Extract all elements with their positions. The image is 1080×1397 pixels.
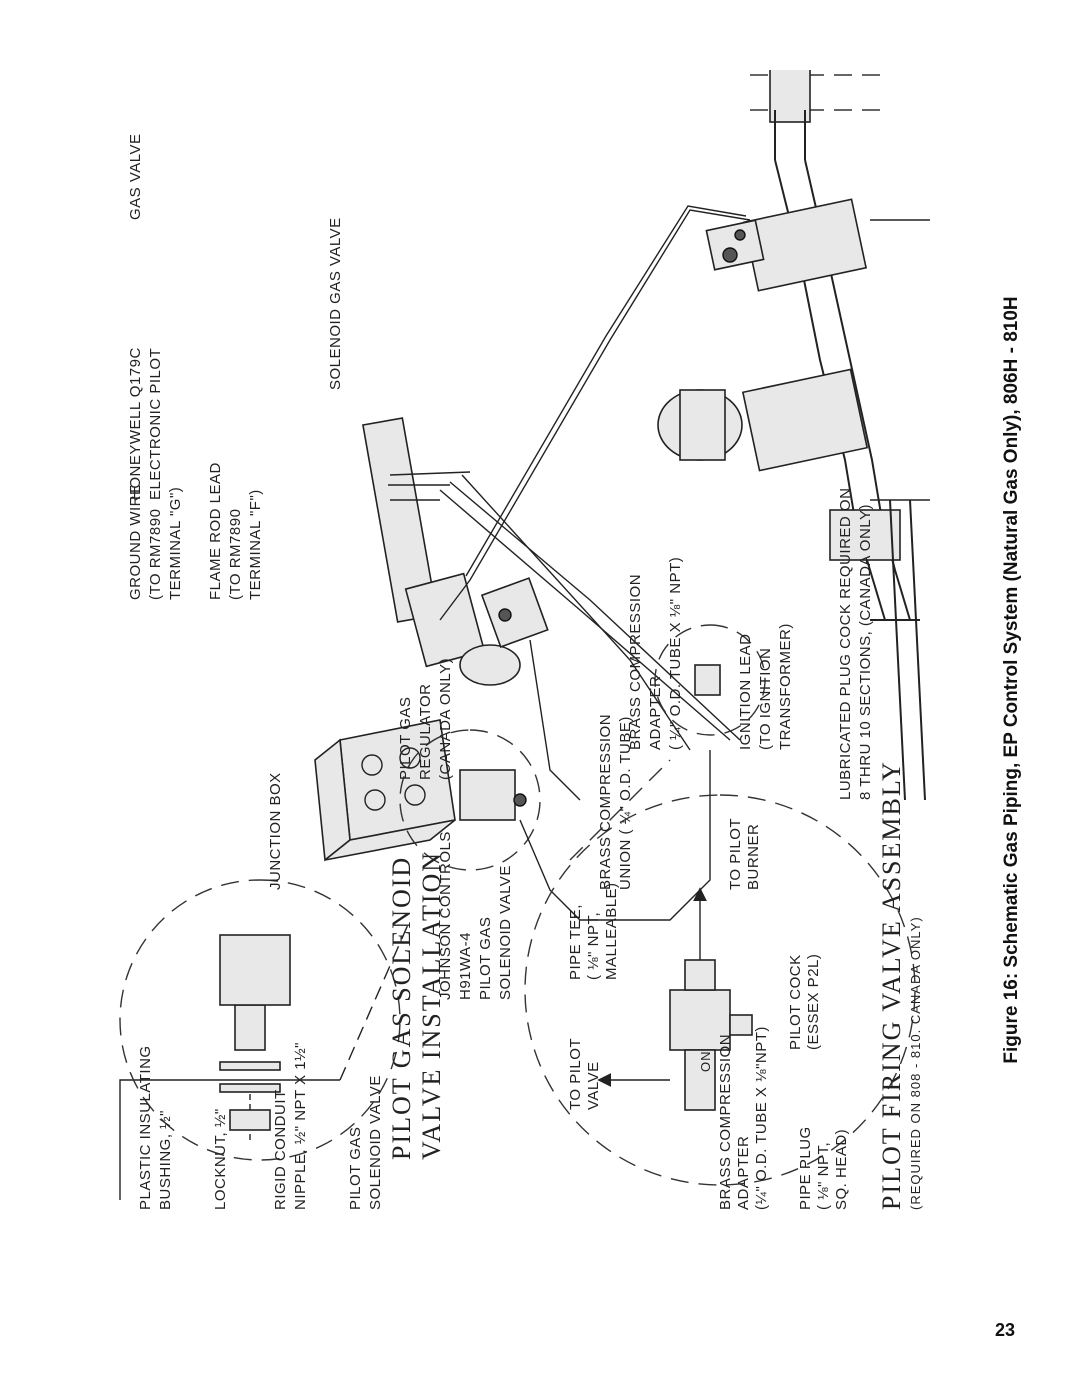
label-plug-3: SQ. HEAD): [833, 1129, 850, 1210]
label-pgsv-2: SOLENOID VALVE: [367, 1075, 384, 1210]
label-brass-union-1: BRASS COMPRESSION: [597, 714, 614, 890]
label-brass-adapter-1: BRASS COMPRESSION: [627, 574, 644, 750]
label-pipe-tee-3: MALLEABLE): [603, 882, 620, 980]
label-plug-1: PIPE PLUG: [797, 1126, 814, 1210]
supply-header-pipe: [750, 61, 890, 160]
pilot-tube-lower: [519, 750, 711, 921]
label-lubricated-1: LUBRICATED PLUG COCK REQUIRED ON: [837, 488, 854, 800]
union-detail-circle: [654, 624, 766, 736]
electronic-pilot-burner: [362, 417, 521, 686]
label-flame-1: FLAME ROD LEAD: [207, 462, 224, 600]
title-firing-sub: (REQUIRED ON 808 - 810. CANADA ONLY): [908, 916, 923, 1210]
label-pipe-tee-1: PIPE TEE,: [567, 904, 584, 980]
pilot-tube-upper: [439, 209, 751, 621]
firing-valve-leader: [569, 759, 671, 861]
ground-wire: [449, 481, 741, 741]
label-lubricated-2: 8 THRU 10 SECTIONS, (CANADA ONLY): [857, 504, 874, 800]
conduit-nipple-part: [234, 1004, 266, 1051]
firing-valve-assembly: [597, 887, 753, 1111]
plastic-bushing-part: [229, 1109, 271, 1131]
label-johnson-3: PILOT GAS: [477, 917, 494, 1000]
solenoid-valve-part: [219, 934, 291, 1006]
label-ground-3: TERMINAL "G"): [167, 487, 184, 600]
ignition-lead: [461, 474, 691, 751]
label-junction-box: JUNCTION BOX: [267, 772, 284, 890]
label-ignition-3: TRANSFORMER): [777, 623, 794, 750]
pilot-tube-upper-2: [465, 205, 747, 577]
label-plastic-1: PLASTIC INSULATING: [137, 1045, 154, 1210]
gas-valve-body: [705, 198, 868, 292]
title-firing-line1: PILOT FIRING VALVE ASSEMBLY: [877, 760, 906, 1210]
label-gas-valve: GAS VALVE: [127, 134, 144, 220]
label-bca-2: ADAPTER: [735, 1136, 752, 1210]
label-to-pilot-valve-1: TO PILOT: [567, 1038, 584, 1110]
label-pilot-cock-1: PILOT COCK: [787, 954, 804, 1050]
solenoid-zoom-circle: [119, 879, 401, 1161]
junction-box: [314, 719, 456, 862]
label-to-pilot-burner-1: TO PILOT: [727, 818, 744, 890]
lubricated-plug-cock: [829, 509, 901, 561]
label-plug-2: ( ⅛" NPT,: [815, 1142, 832, 1210]
label-brass-adapter-3: ( ¼" O.D. TUBE X ⅛" NPT): [667, 557, 684, 750]
figure-caption: Figure 16: Schematic Gas Piping, EP Cont…: [1001, 296, 1022, 1064]
page-number: 23: [995, 1320, 1016, 1340]
label-plastic-2: BUSHING, ½": [157, 1110, 174, 1210]
title-solenoid-line2: VALVE INSTALLATION: [417, 851, 446, 1160]
pilot-cock-part: [684, 1049, 716, 1111]
burner-manifold-pipe: [889, 499, 926, 801]
locknut-part-1: [219, 1083, 281, 1093]
brass-compression-union: [694, 664, 721, 696]
label-pgsv-1: PILOT GAS: [347, 1127, 364, 1210]
label-group: GAS VALVE HONEYWELL Q179C ELECTRONIC PIL…: [127, 134, 874, 1210]
label-ground-2: (TO RM7890: [147, 509, 164, 600]
pipe-plug-part: [729, 1014, 753, 1036]
label-locknut: LOCKNUT, ½": [212, 1108, 229, 1210]
pilot-solenoid-valve-small: [459, 769, 527, 821]
label-ground-1: GROUND WIRE: [127, 485, 144, 601]
label-bca-1: BRASS COMPRESSION: [717, 1034, 734, 1210]
pilot-tube-to-solenoid: [529, 639, 581, 801]
label-flame-3: TERMINAL "F"): [247, 489, 264, 600]
gas-piping-schematic: GAS VALVE HONEYWELL Q179C ELECTRONIC PIL…: [119, 61, 1010, 1210]
solenoid-gas-valve-body: [657, 368, 869, 472]
label-rigid-2: NIPPLE, ½" NPT X 1½": [292, 1042, 309, 1210]
title-solenoid-line1: PILOT GAS SOLENOID: [387, 856, 416, 1160]
bca-part: [684, 959, 716, 991]
label-honeywell-2: ELECTRONIC PILOT: [147, 348, 164, 500]
label-brass-adapter-2: ADAPTER: [647, 676, 664, 750]
locknut-part-2: [219, 1061, 281, 1071]
label-to-pilot-burner-2: BURNER: [745, 824, 762, 890]
label-pilot-regulator-2: REGULATOR: [417, 684, 434, 780]
label-pilot-regulator-1: PILOT GAS: [397, 697, 414, 780]
label-pipe-tee-2: ( ⅛" NPT,: [585, 912, 602, 980]
label-honeywell-1: HONEYWELL Q179C: [127, 347, 144, 500]
pilot-gas-regulator: [480, 577, 549, 648]
label-flame-2: (TO RM7890: [227, 509, 244, 600]
rotated-drawing-sheet: GAS VALVE HONEYWELL Q179C ELECTRONIC PIL…: [110, 61, 1010, 1220]
flame-rod-lead: [439, 489, 731, 741]
label-johnson-2: H91WA-4: [457, 932, 474, 1000]
label-pilot-cock-2: (ESSEX P2L): [805, 954, 822, 1050]
label-solenoid-gas-valve: SOLENOID GAS VALVE: [327, 217, 344, 390]
label-to-pilot-valve-2: VALVE: [585, 1061, 602, 1110]
solenoid-detail-circle: [399, 729, 541, 871]
label-pilot-regulator-3: (CANADA ONLY): [437, 658, 454, 780]
label-ignition-2: (TO IGNITION: [757, 648, 774, 750]
solenoid-installation-detail: [119, 919, 411, 1200]
firing-valve-zoom-circle: [524, 794, 916, 1186]
label-johnson-4: SOLENOID VALVE: [497, 865, 514, 1000]
label-rigid-1: RIGID CONDUIT: [272, 1089, 289, 1210]
label-bca-3: (¼" O.D. TUBE X ⅛"NPT): [753, 1026, 770, 1210]
label-ignition-1: IGNITION LEAD: [737, 633, 754, 750]
label-on-mark: ON: [698, 1051, 713, 1073]
label-johnson-1: JOHNSON CONTROLS: [437, 831, 454, 1000]
label-brass-union-2: UNION ( ¼" O.D. TUBE): [617, 716, 634, 890]
